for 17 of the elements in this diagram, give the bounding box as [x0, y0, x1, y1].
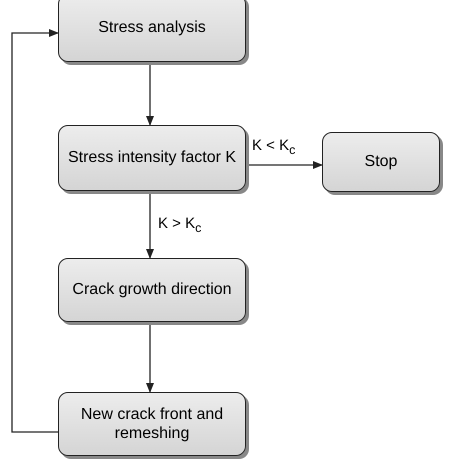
process-box	[58, 258, 246, 322]
arrow	[146, 62, 154, 126]
box-label: New crack front and remeshing	[80, 404, 224, 444]
box-label: Stress intensity factor K	[68, 148, 236, 168]
edge-label: K > K$_{c}$	[156, 215, 204, 235]
arrow	[246, 161, 323, 169]
box-label: Crack growth direction	[72, 280, 232, 300]
process-box	[322, 132, 440, 192]
process-box	[58, 125, 246, 191]
box-label: Stress analysis	[98, 18, 206, 38]
arrow	[146, 191, 154, 259]
box-label: Stop	[364, 152, 398, 172]
process-box	[58, 0, 246, 62]
process-box	[58, 392, 246, 456]
edge-label: K < K$_{c}$	[250, 137, 298, 157]
arrow	[146, 322, 154, 393]
arrow	[11, 29, 59, 433]
